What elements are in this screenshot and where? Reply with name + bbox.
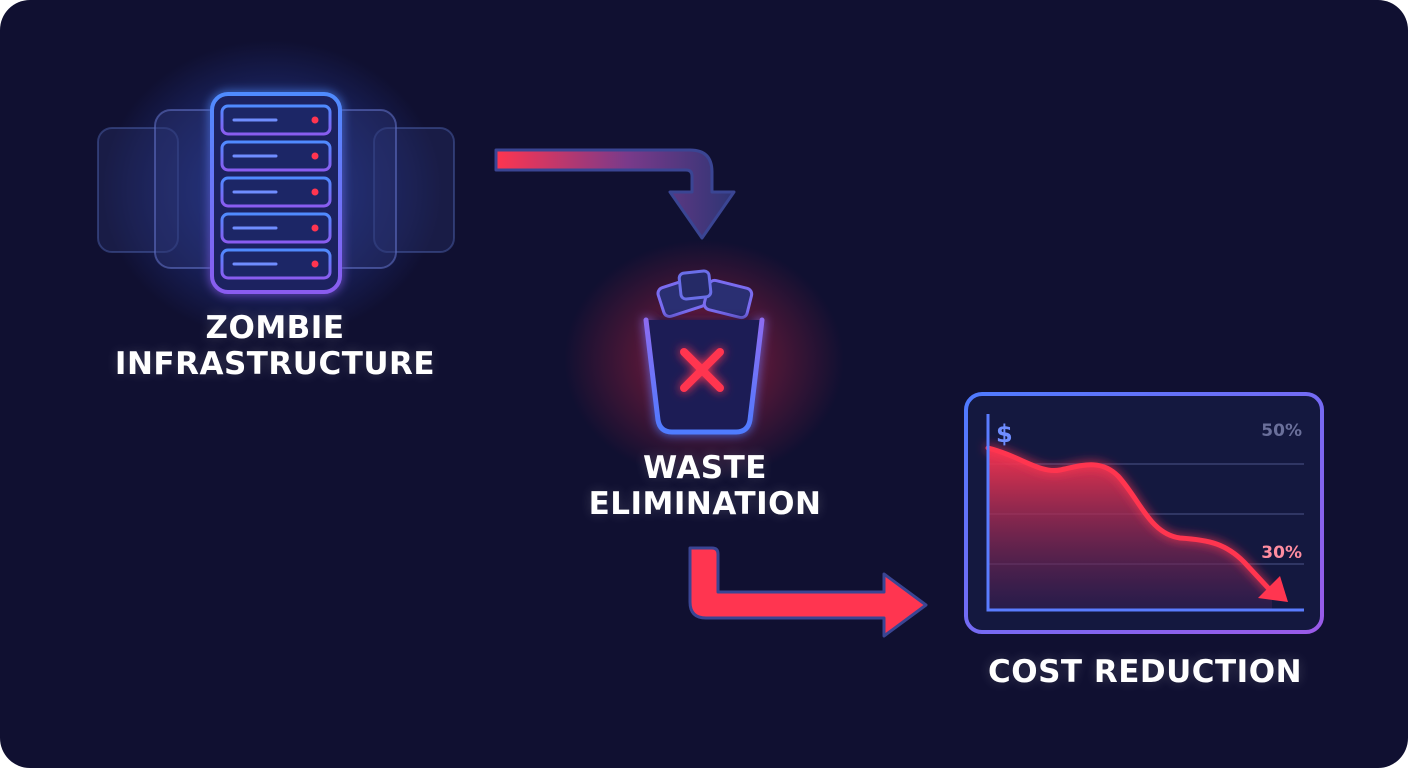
zombie-label-line1: ZOMBIE	[205, 310, 345, 346]
x-mark-icon	[680, 348, 724, 392]
currency-symbol: $	[996, 420, 1013, 448]
low-value-label: 30%	[1261, 543, 1302, 563]
cost-label-line: COST REDUCTION	[987, 654, 1303, 690]
waste-elimination-label: WASTE ELIMINATION	[540, 450, 870, 522]
trash-bin-icon	[564, 240, 844, 480]
top-value-label: 50%	[1261, 421, 1302, 441]
cost-reduction-label: COST REDUCTION	[940, 654, 1350, 690]
server-rack-icon	[97, 40, 455, 340]
arrow-icon	[494, 148, 736, 240]
waste-label-line2: ELIMINATION	[588, 486, 822, 522]
downtrend-chart-icon: $ 50% 30%	[964, 392, 1324, 634]
arrow-icon	[688, 546, 928, 638]
zombie-label-line2: INFRASTRUCTURE	[114, 346, 436, 382]
waste-label-line1: WASTE	[643, 450, 767, 486]
zombie-infrastructure-label: ZOMBIE INFRASTRUCTURE	[60, 310, 490, 382]
